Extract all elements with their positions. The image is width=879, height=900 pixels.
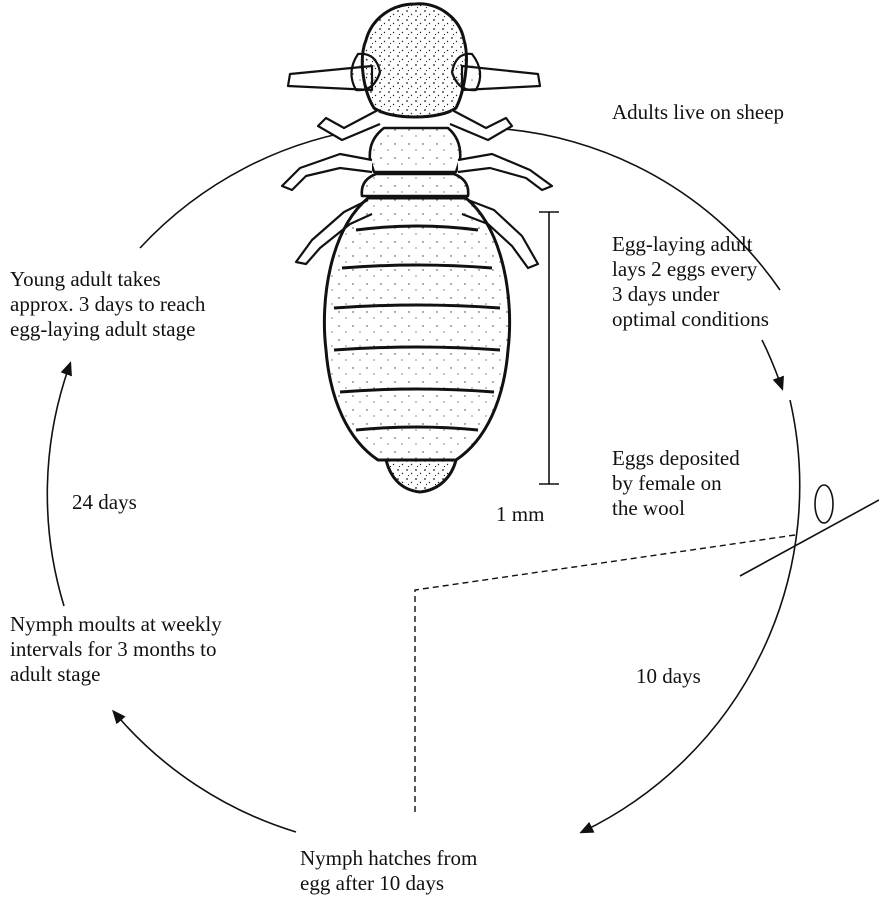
- scale-bar: [539, 212, 559, 484]
- egg-to-hatch-dashed-line: [415, 535, 795, 815]
- label-egg-laying-adult: Egg-laying adult lays 2 eggs every 3 day…: [612, 232, 769, 332]
- sheep-louse-icon: [282, 4, 552, 492]
- label-adults-live-on-sheep: Adults live on sheep: [612, 100, 784, 125]
- label-eggs-deposited: Eggs deposited by female on the wool: [612, 446, 740, 521]
- label-scale-bar: 1 mm: [496, 502, 544, 527]
- label-young-adult: Young adult takes approx. 3 days to reac…: [10, 267, 205, 342]
- arc-hatch-to-moult: [114, 712, 296, 832]
- arc-moult-to-young-adult: [47, 364, 70, 606]
- egg-on-wool-icon: [740, 485, 879, 576]
- label-nymph-hatches: Nymph hatches from egg after 10 days: [300, 846, 477, 896]
- arrow-to-egg-deposit: [762, 340, 782, 388]
- label-24-days: 24 days: [72, 490, 137, 515]
- label-nymph-moults: Nymph moults at weekly intervals for 3 m…: [10, 612, 222, 687]
- label-10-days: 10 days: [636, 664, 701, 689]
